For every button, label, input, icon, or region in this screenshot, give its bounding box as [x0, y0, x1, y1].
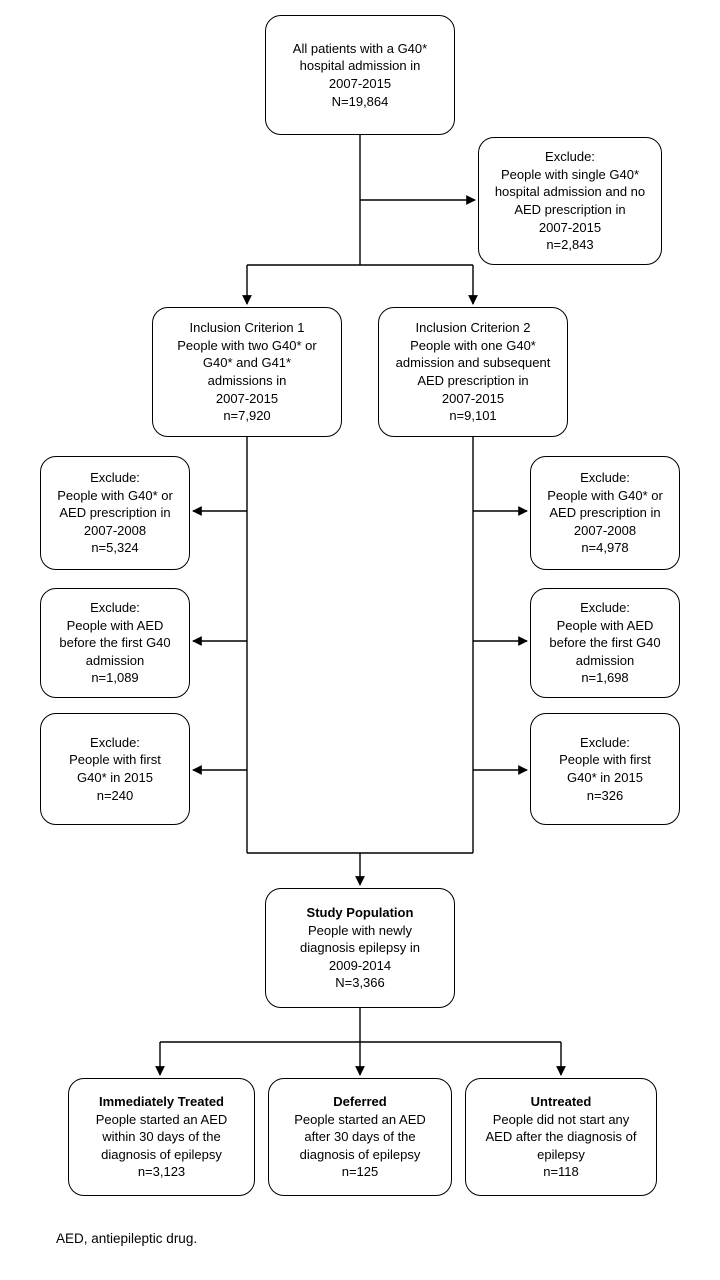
node-exclude-right-prior-prescription: Exclude: People with G40* or AED prescri… [530, 456, 680, 570]
node-inclusion-criterion-1: Inclusion Criterion 1 People with two G4… [152, 307, 342, 437]
study-population-text: People with newly diagnosis epilepsy in … [300, 922, 420, 991]
node-exclude-right-first-2015: Exclude: People with first G40* in 2015 … [530, 713, 680, 825]
inclusion-criterion-2-text: Inclusion Criterion 2 People with one G4… [395, 320, 551, 424]
deferred-text: People started an AED after 30 days of t… [294, 1111, 426, 1180]
immediately-treated-text: People started an AED within 30 days of … [95, 1111, 228, 1180]
exclude-left-first-2015-text: Exclude: People with first G40* in 2015 … [69, 734, 161, 803]
node-study-population: Study Population People with newly diagn… [265, 888, 455, 1008]
node-exclude-left-prior-prescription: Exclude: People with G40* or AED prescri… [40, 456, 190, 570]
inclusion-criterion-1-text: Inclusion Criterion 1 People with two G4… [177, 320, 317, 424]
exclude-right-prior-prescription-text: Exclude: People with G40* or AED prescri… [547, 470, 663, 556]
untreated-title: Untreated [530, 1094, 592, 1110]
node-exclude-left-first-2015: Exclude: People with first G40* in 2015 … [40, 713, 190, 825]
exclude-single-admission-text: Exclude: People with single G40* hospita… [494, 149, 646, 253]
immediately-treated-title: Immediately Treated [99, 1094, 224, 1110]
node-untreated: Untreated People did not start any AED a… [465, 1078, 657, 1196]
node-exclude-right-aed-before-admission: Exclude: People with AED before the firs… [530, 588, 680, 698]
node-all-patients: All patients with a G40* hospital admiss… [265, 15, 455, 135]
exclude-right-aed-before-admission-text: Exclude: People with AED before the firs… [549, 600, 661, 686]
deferred-title: Deferred [333, 1094, 387, 1110]
exclude-left-aed-before-admission-text: Exclude: People with AED before the firs… [59, 600, 171, 686]
exclude-left-prior-prescription-text: Exclude: People with G40* or AED prescri… [57, 470, 173, 556]
node-exclude-single-admission: Exclude: People with single G40* hospita… [478, 137, 662, 265]
node-deferred: Deferred People started an AED after 30 … [268, 1078, 452, 1196]
node-exclude-left-aed-before-admission: Exclude: People with AED before the firs… [40, 588, 190, 698]
exclude-right-first-2015-text: Exclude: People with first G40* in 2015 … [559, 734, 651, 803]
node-inclusion-criterion-2: Inclusion Criterion 2 People with one G4… [378, 307, 568, 437]
study-population-title: Study Population [306, 905, 414, 921]
untreated-text: People did not start any AED after the d… [485, 1111, 637, 1180]
abbreviation-footnote: AED, antiepileptic drug. [56, 1231, 198, 1246]
all-patients-text: All patients with a G40* hospital admiss… [292, 40, 428, 109]
node-immediately-treated: Immediately Treated People started an AE… [68, 1078, 255, 1196]
